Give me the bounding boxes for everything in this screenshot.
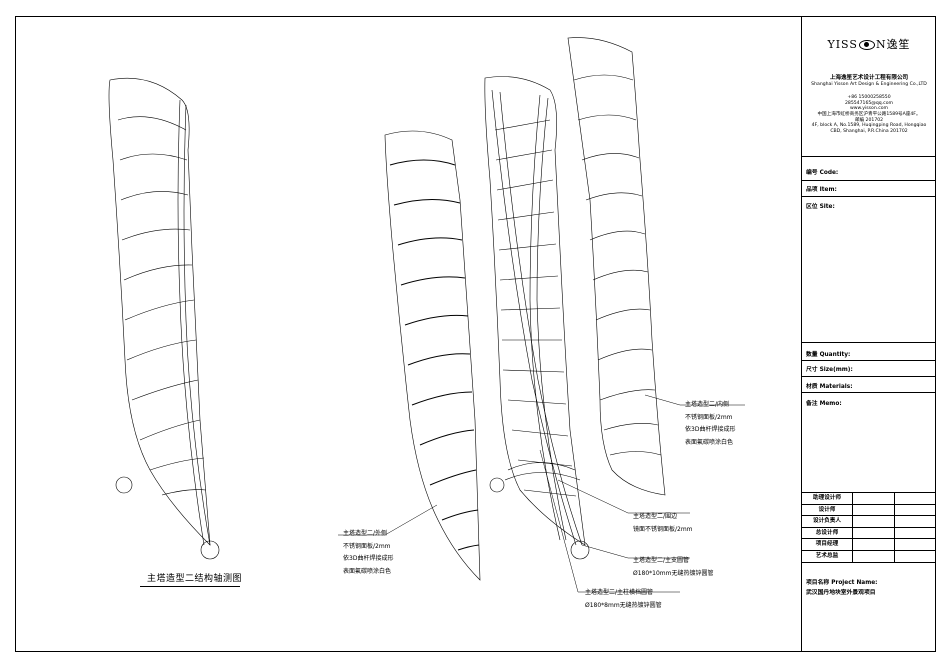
role-label: 总设计师 xyxy=(815,529,839,536)
divider xyxy=(802,376,936,377)
company-info: 上海逸笙艺术设计工程有限公司 Shanghai Yisson Art Desig… xyxy=(802,75,936,134)
annotation-edge: 主塔造型二/围边 镜面不锈钢面板/2mm xyxy=(633,511,693,536)
divider xyxy=(802,196,936,197)
divider xyxy=(802,156,936,157)
annotation-line: 表面氟碳喷涂白色 xyxy=(685,438,734,446)
company-phone: +86 15000258550 xyxy=(847,95,891,101)
cell-divider xyxy=(894,550,895,562)
company-name-en: Shanghai Yisson Art Design & Engineering… xyxy=(811,81,927,87)
signature-row: 艺术总监 xyxy=(802,550,936,563)
quantity-field: 数量 Quantity: xyxy=(806,352,851,358)
role-label: 助理设计师 xyxy=(813,495,841,501)
cell-divider xyxy=(852,539,853,550)
project-label: 项目名称 Project Name: xyxy=(806,580,878,586)
company-address-en-1: 4F, block A, No.1589, Huqingping Road, H… xyxy=(811,123,927,129)
annotation-line: 不锈钢面板/2mm xyxy=(343,542,391,550)
size-field: 尺寸 Size(mm): xyxy=(806,367,853,373)
project-name: 武汉国丹地块室外景观项目 xyxy=(806,590,876,596)
cell-divider xyxy=(894,527,895,539)
role-label: 艺术总监 xyxy=(815,552,839,559)
signature-row: 助理设计师 xyxy=(802,492,936,505)
annotation-leaders xyxy=(338,394,745,593)
cell-divider xyxy=(894,493,895,504)
company-email: 285547165@qq.com xyxy=(844,100,893,106)
role-label: 设计师 xyxy=(818,506,836,513)
cell-divider xyxy=(894,504,895,516)
divider xyxy=(802,342,936,343)
code-field: 编号 Code: xyxy=(806,170,839,176)
annotation-line: 表面氟碳喷涂白色 xyxy=(343,567,392,575)
annotation-line: 主塔造型二/内侧 xyxy=(685,401,730,408)
annotation-line: 不锈钢面板/2mm xyxy=(685,413,733,421)
company-name-cn: 上海逸笙艺术设计工程有限公司 xyxy=(829,75,909,81)
divider xyxy=(802,392,936,393)
signature-table: 助理设计师 设计师 设计负责人 总设计师 项目经理 艺术总监 xyxy=(802,492,936,563)
material-field: 材质 Materials: xyxy=(806,384,853,390)
company-website: www.yisson.com xyxy=(849,106,889,112)
drawing-title: 主塔造型二结构轴测图 xyxy=(147,574,243,584)
drawing-title-underline xyxy=(140,586,240,587)
divider xyxy=(802,180,936,181)
divider xyxy=(802,360,936,361)
project-info: 项目名称 Project Name: 武汉国丹地块室外景观项目 xyxy=(806,578,878,598)
title-block: YISS N逸笙 上海逸笙艺术设计工程有限公司 Shanghai Yisson A… xyxy=(801,16,936,652)
annotation-line: 镜面不锈钢面板/2mm xyxy=(633,525,693,533)
signature-row: 设计负责人 xyxy=(802,516,936,528)
cell-divider xyxy=(852,527,853,539)
cell-divider xyxy=(852,516,853,527)
drawing-frame xyxy=(15,16,936,652)
tower-axonometric-4 xyxy=(567,37,666,496)
annotation-line: 主塔造型二/主支圆管 xyxy=(633,557,690,564)
signature-row: 项目经理 xyxy=(802,539,936,551)
cell-divider xyxy=(894,516,895,527)
cell-divider xyxy=(852,550,853,562)
company-postcode: 邮编 201702 xyxy=(854,117,884,123)
cell-divider xyxy=(852,504,853,516)
annotation-line: 主塔造型二/外侧 xyxy=(343,530,388,537)
tower-axonometric-1 xyxy=(108,77,220,560)
annotation-main-pipe: 主塔造型二/主支圆管 Ø180*10mm无缝热镀锌圆管 xyxy=(633,555,714,580)
role-label: 设计负责人 xyxy=(813,518,841,525)
cell-divider xyxy=(852,493,853,504)
item-field: 品项 Item: xyxy=(806,187,837,193)
logo-text-left: YISS xyxy=(827,38,858,51)
eye-icon xyxy=(858,40,875,50)
signature-row: 总设计师 xyxy=(802,527,936,540)
annotation-line: 主塔造型二/围边 xyxy=(633,513,678,520)
site-field: 区位 Site: xyxy=(806,204,835,210)
cell-divider xyxy=(894,539,895,550)
annotation-line: Ø180*8mm无缝热镀锌圆管 xyxy=(585,601,662,609)
tower-axonometric-3-structure xyxy=(484,76,590,560)
company-address-en-2: CBD, Shanghai, P.R.China 201702 xyxy=(830,128,908,134)
company-address-cn: 中国上海市虹桥商务区沪青平公路1589号A座4F。 xyxy=(817,111,921,117)
annotation-line: 主塔造型二/主柱横档圆管 xyxy=(585,589,654,596)
annotation-inner-skin: 主塔造型二/内侧 不锈钢面板/2mm 依3D曲杆焊接成形 表面氟碳喷涂白色 xyxy=(685,399,735,449)
signature-row: 设计师 xyxy=(802,504,936,517)
annotation-branch-pipe: 主塔造型二/主柱横档圆管 Ø180*8mm无缝热镀锌圆管 xyxy=(585,587,662,612)
company-logo: YISS N逸笙 xyxy=(802,36,936,52)
annotation-line: 依3D曲杆焊接成形 xyxy=(685,426,736,433)
annotation-line: 依3D曲杆焊接成形 xyxy=(343,555,394,562)
role-label: 项目经理 xyxy=(815,541,839,548)
memo-field: 备注 Memo: xyxy=(806,401,842,407)
annotation-line: Ø180*10mm无缝热镀锌圆管 xyxy=(633,569,714,577)
annotation-outer-skin: 主塔造型二/外侧 不锈钢面板/2mm 依3D曲杆焊接成形 表面氟碳喷涂白色 xyxy=(343,528,393,578)
logo-text-right: N逸笙 xyxy=(875,38,911,51)
tower-axonometric-2 xyxy=(384,130,481,581)
